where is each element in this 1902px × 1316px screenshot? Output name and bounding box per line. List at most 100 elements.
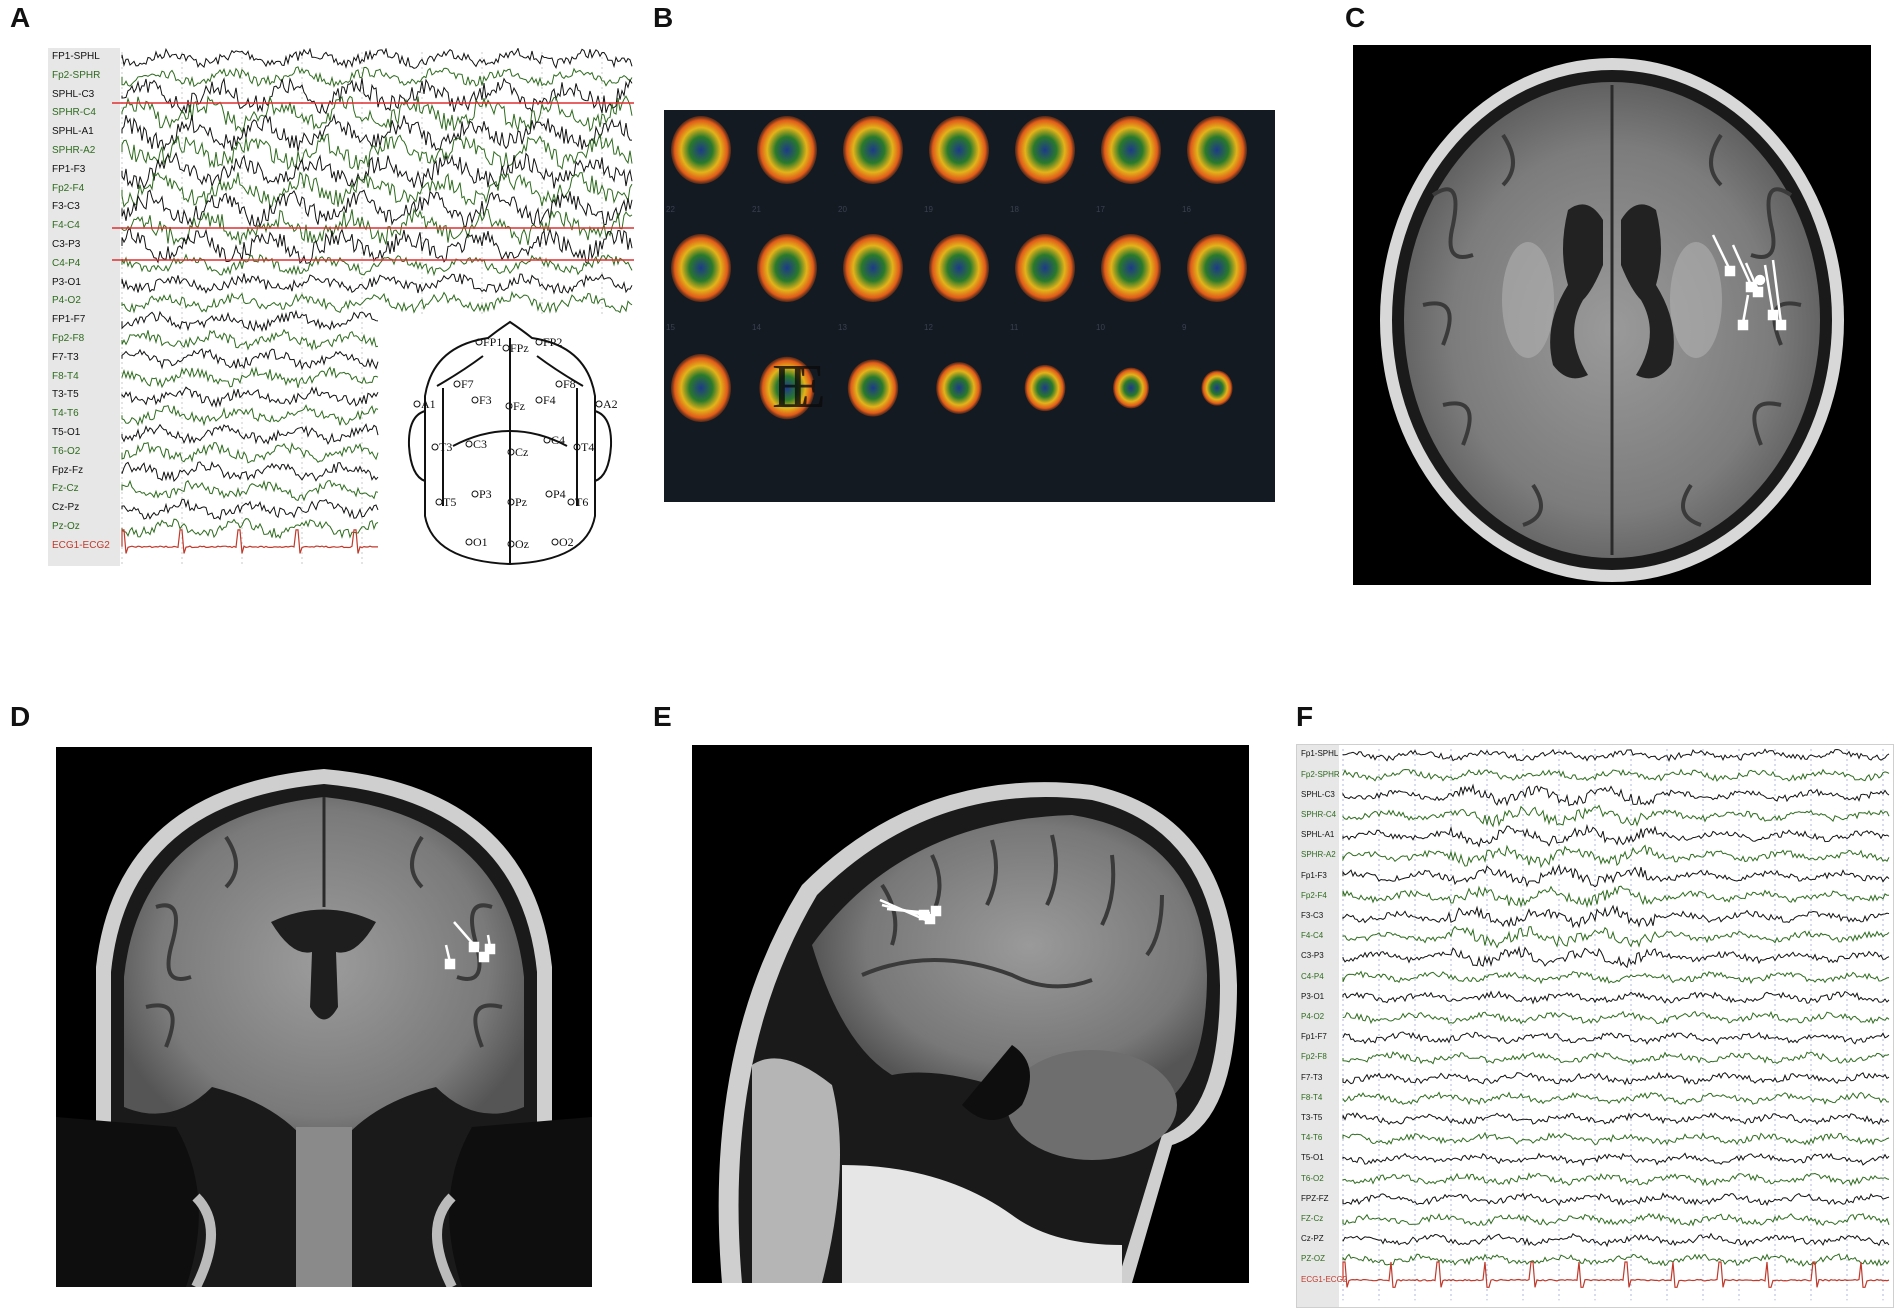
electrode-label: C3 bbox=[473, 437, 487, 451]
pet-slice-number: 16 bbox=[1182, 205, 1191, 214]
electrode-site bbox=[475, 338, 483, 346]
electrode-label: A1 bbox=[421, 397, 436, 411]
electrode-site bbox=[535, 338, 543, 346]
electrode-site bbox=[505, 402, 513, 410]
pet-slice-number: 18 bbox=[1010, 205, 1019, 214]
electrode-label: F8 bbox=[563, 377, 576, 391]
pet-slice bbox=[936, 362, 982, 414]
eeg-channel-label: T4-T6 bbox=[1301, 1133, 1323, 1143]
eeg-trace bbox=[1342, 804, 1890, 828]
eeg-trace bbox=[121, 113, 632, 152]
eeg-trace bbox=[1342, 1112, 1890, 1126]
eeg-trace bbox=[1342, 844, 1890, 869]
pet-slice-number: 9 bbox=[1182, 323, 1187, 332]
eeg-trace bbox=[1342, 823, 1890, 848]
eeg-channel-label: F7-T3 bbox=[1301, 1072, 1323, 1082]
eeg-trace bbox=[121, 151, 633, 190]
pet-slice-number: 17 bbox=[1096, 205, 1105, 214]
eeg-channel-label: PZ-OZ bbox=[1301, 1254, 1325, 1264]
eeg-channel-label: FPZ-FZ bbox=[1301, 1193, 1329, 1203]
eeg-trace bbox=[121, 207, 633, 246]
eeg-trace bbox=[121, 461, 379, 483]
eeg-trace bbox=[121, 518, 379, 539]
electrode-site bbox=[507, 448, 515, 456]
pet-slice bbox=[843, 234, 903, 302]
electrode-label: F7 bbox=[461, 377, 474, 391]
panel-letter-d: D bbox=[10, 701, 31, 732]
electrode-label: FPz bbox=[510, 341, 529, 355]
eeg-channel-label: SPHR-C4 bbox=[1301, 810, 1337, 819]
eeg-trace bbox=[121, 171, 633, 209]
pet-slice bbox=[757, 116, 817, 184]
eeg-trace bbox=[121, 498, 379, 521]
eeg-trace bbox=[121, 328, 379, 351]
eeg-channel-label: Fp1-F3 bbox=[1301, 870, 1327, 880]
eeg-trace bbox=[121, 76, 633, 115]
electrode-site bbox=[551, 538, 559, 546]
eeg-trace bbox=[1342, 945, 1890, 969]
eeg-trace bbox=[1342, 1031, 1890, 1045]
eeg-trace bbox=[121, 366, 379, 389]
pet-watermark: EE bbox=[772, 353, 826, 421]
eeg-trace bbox=[1342, 885, 1889, 909]
eeg-trace bbox=[121, 66, 633, 88]
electrode-label: T4 bbox=[581, 440, 594, 454]
eeg-channel-label: T5-O1 bbox=[1301, 1153, 1324, 1163]
eeg-channel-label: P3-O1 bbox=[52, 276, 81, 288]
electrode-site bbox=[471, 490, 479, 498]
pet-slice bbox=[843, 116, 903, 184]
eeg-channel-label: P4-O2 bbox=[1301, 1012, 1325, 1021]
eeg-channel-label: Fp2-F8 bbox=[1301, 1052, 1327, 1062]
eeg-channel-label: T3-T5 bbox=[1301, 1113, 1323, 1122]
electrode-label: P4 bbox=[553, 487, 566, 501]
eeg-channel-label: C3-P3 bbox=[52, 239, 81, 250]
electrode-label: FP2 bbox=[543, 335, 562, 349]
eeg-trace bbox=[1342, 1051, 1890, 1065]
panel-letter-a: A bbox=[10, 2, 31, 33]
pet-slice bbox=[847, 359, 899, 417]
eeg-channel-label: T5-O1 bbox=[52, 427, 81, 438]
eeg-channel-label: F4-C4 bbox=[52, 220, 80, 232]
eeg-trace bbox=[1342, 925, 1890, 949]
eeg-channel-label: FP1-F3 bbox=[52, 163, 86, 175]
eeg-trace bbox=[121, 386, 379, 409]
eeg-channel-label: Fz-Cz bbox=[52, 483, 79, 495]
panel-letter-f: F bbox=[1296, 701, 1314, 732]
pet-slice bbox=[1101, 116, 1161, 184]
pet-slice-number: 10 bbox=[1096, 323, 1105, 332]
head-outline bbox=[407, 320, 613, 566]
mri-sagittal-image bbox=[718, 782, 1237, 1283]
pet-slice bbox=[1024, 364, 1066, 412]
eeg-channel-label: Fp2-F4 bbox=[1301, 890, 1327, 900]
electrode-label: P3 bbox=[479, 487, 492, 501]
electrode-site bbox=[545, 490, 553, 498]
eeg-channel-label: FP1-SPHL bbox=[52, 51, 100, 62]
pet-slice bbox=[1113, 367, 1149, 409]
electrode-site bbox=[435, 498, 443, 506]
eeg-trace bbox=[121, 441, 379, 464]
eeg-channel-label: F3-C3 bbox=[52, 201, 80, 213]
eeg-trace bbox=[121, 95, 633, 134]
eeg-trace bbox=[121, 133, 633, 171]
electrode-label: T3 bbox=[439, 440, 452, 454]
eeg-channel-label: Pz-Oz bbox=[52, 521, 80, 532]
pet-slice-number: 19 bbox=[924, 205, 933, 214]
panel-letter-e: E bbox=[653, 701, 672, 732]
electrode-label: F4 bbox=[543, 393, 556, 407]
eeg-trace bbox=[121, 309, 379, 333]
mri-sagittal-panel bbox=[692, 745, 1249, 1283]
pet-slice-number: 22 bbox=[666, 205, 675, 214]
eeg-trace bbox=[1342, 1091, 1889, 1106]
pet-slice-number: 14 bbox=[752, 323, 761, 332]
pet-slice bbox=[1187, 116, 1247, 184]
pet-slice bbox=[671, 354, 731, 422]
eeg-channel-label: P4-O2 bbox=[52, 295, 81, 307]
eeg-trace bbox=[121, 348, 379, 371]
eeg-channel-label: F3-C3 bbox=[1301, 911, 1324, 920]
eeg-channel-label: SPHL-A1 bbox=[52, 126, 94, 138]
